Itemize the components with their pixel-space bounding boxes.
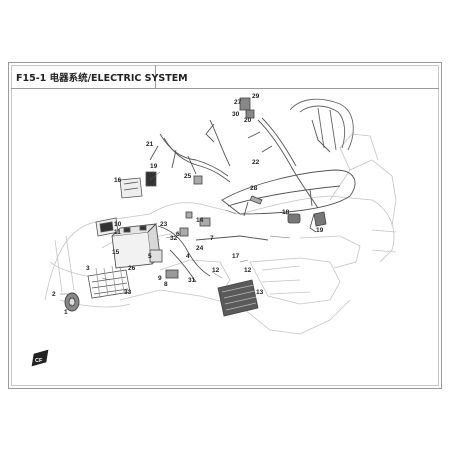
callout-23: 23	[160, 221, 168, 228]
connector-cluster	[239, 97, 255, 119]
starter-cables	[157, 225, 269, 283]
callout-18: 18	[282, 209, 290, 216]
callout-28: 28	[250, 185, 258, 192]
callout-10: 10	[114, 221, 122, 228]
bracket-25	[193, 175, 203, 185]
callout-24: 24	[196, 245, 204, 252]
callout-20: 20	[244, 117, 252, 124]
callout-13: 13	[256, 289, 264, 296]
callout-6: 6	[176, 231, 180, 238]
bolt-28	[249, 195, 263, 205]
sensor-18	[287, 213, 301, 224]
voltage-regulator	[217, 279, 259, 317]
relay	[119, 177, 143, 199]
callout-5: 5	[148, 253, 152, 260]
callout-4: 4	[186, 253, 190, 260]
horn	[64, 292, 80, 312]
sensor-19-rear	[309, 211, 327, 233]
callout-8: 8	[164, 281, 168, 288]
callout-22: 22	[252, 159, 260, 166]
logo-text: CF	[35, 358, 43, 364]
callout-21: 21	[146, 141, 154, 148]
callout-27: 27	[234, 99, 242, 106]
leader-lines	[60, 171, 291, 311]
callout-7: 7	[210, 235, 214, 242]
callout-29: 29	[252, 93, 260, 100]
callout-12a: 12	[212, 267, 220, 274]
wire-harness-rear	[247, 117, 331, 209]
callout-2: 2	[52, 291, 56, 298]
ignition-coil	[165, 269, 179, 279]
cfmoto-logo: CF	[31, 349, 49, 367]
clip-14	[185, 211, 193, 219]
callout-14: 14	[196, 217, 204, 224]
frame-inner	[11, 65, 439, 386]
bracket-7	[199, 217, 211, 227]
callout-19a: 19	[150, 163, 158, 170]
battery-box	[87, 265, 131, 299]
wire-harness-main	[149, 119, 231, 183]
starter-relay	[149, 249, 163, 263]
callout-33: 33	[124, 289, 132, 296]
callout-25: 25	[184, 173, 192, 180]
callout-17: 17	[232, 253, 240, 260]
callout-31: 31	[188, 277, 196, 284]
title-box	[11, 65, 156, 88]
fuse-box	[95, 217, 119, 237]
callout-32: 32	[170, 235, 178, 242]
callout-26: 26	[128, 265, 136, 272]
header-divider	[11, 88, 439, 89]
callout-15: 15	[112, 249, 120, 256]
callout-1: 1	[64, 309, 68, 316]
diagram-title: F15-1 电器系统/ELECTRIC SYSTEM	[16, 73, 188, 84]
callout-3: 3	[86, 265, 90, 272]
frame-outer	[8, 62, 442, 389]
callout-numbers: 1 2 3 4 5 6 7 8 9 10 11 12 12 13 14 15 1…	[52, 93, 324, 316]
bracket-8	[179, 227, 189, 237]
rear-rack	[289, 98, 354, 151]
callout-16: 16	[114, 177, 122, 184]
callout-9: 9	[158, 275, 162, 282]
callout-19b: 19	[316, 227, 324, 234]
callout-12b: 12	[244, 267, 252, 274]
callout-11: 11	[114, 229, 121, 236]
callout-30: 30	[232, 111, 240, 118]
